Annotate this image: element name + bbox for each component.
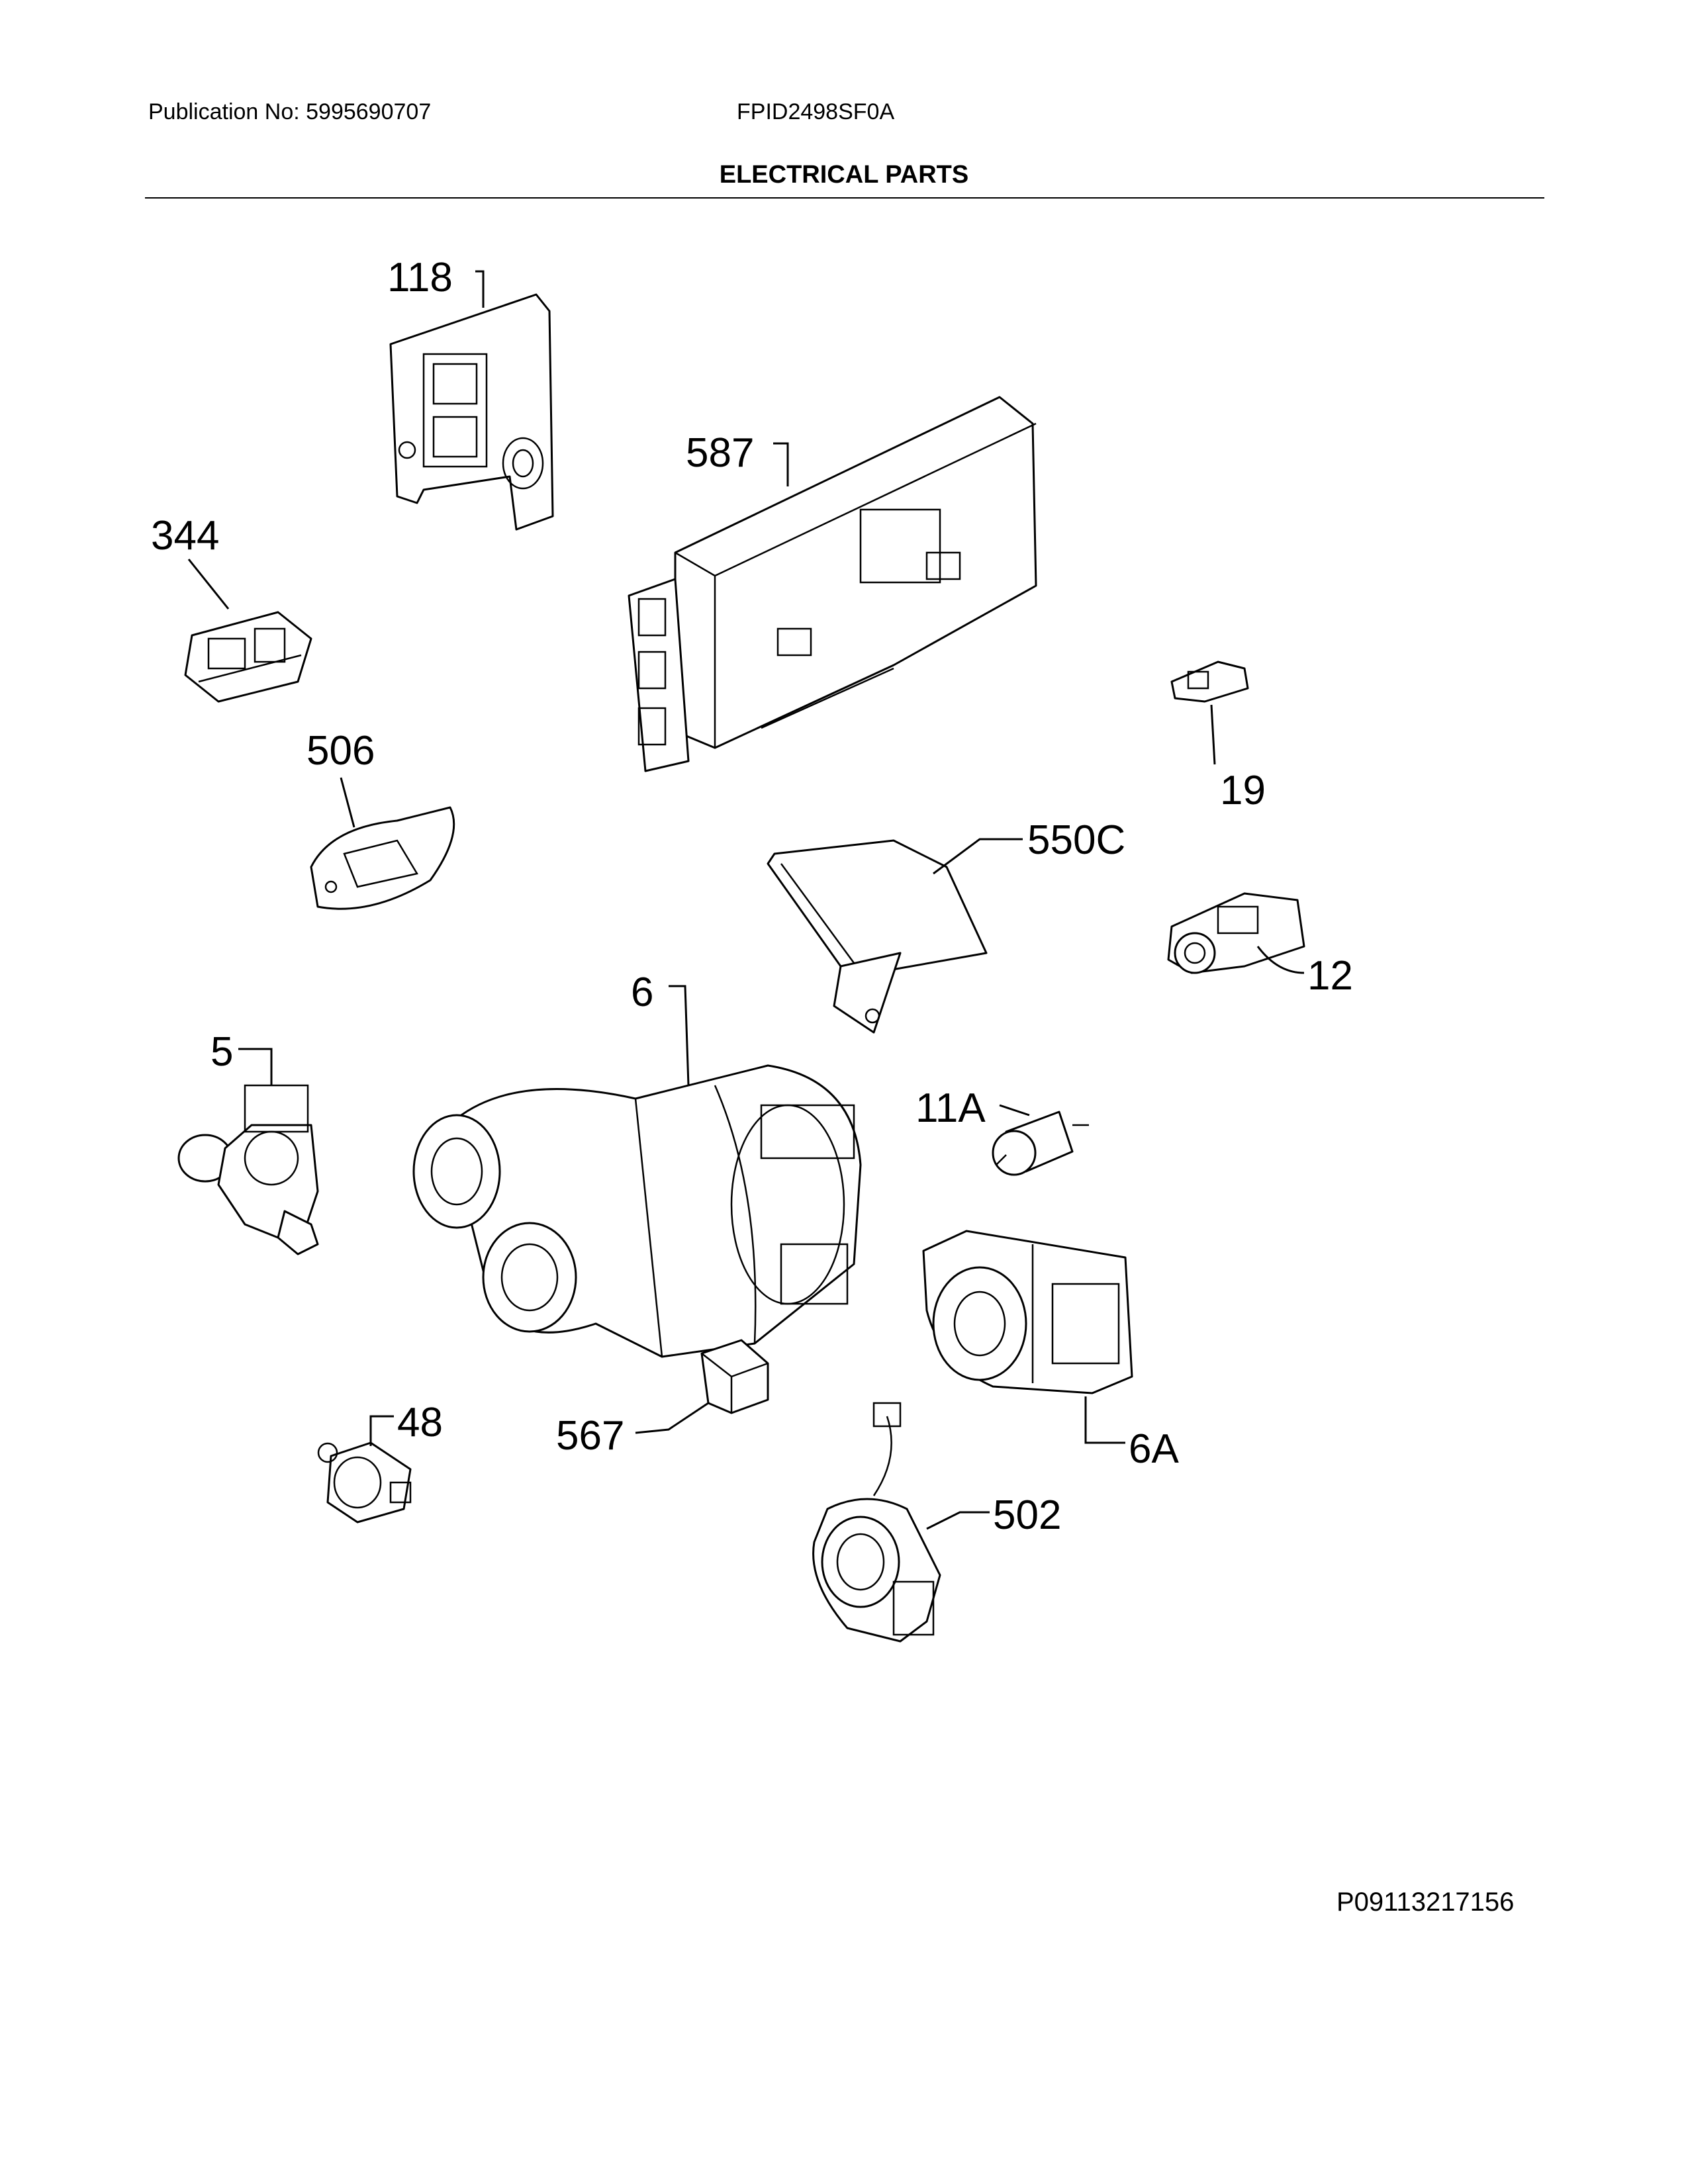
part-5[interactable]: 5 <box>177 1029 319 1255</box>
label-567: 567 <box>556 1413 624 1459</box>
publication-number: Publication No: 5995690707 <box>148 99 432 124</box>
label-48: 48 <box>397 1400 443 1445</box>
part-506[interactable]: 506 <box>306 728 455 910</box>
label-6: 6 <box>631 970 653 1015</box>
part-118[interactable]: 118 <box>387 255 554 531</box>
label-344: 344 <box>151 513 219 559</box>
label-6A: 6A <box>1129 1426 1179 1472</box>
label-118: 118 <box>387 255 453 300</box>
label-506: 506 <box>306 728 375 774</box>
part-12[interactable]: 12 <box>1167 892 1353 999</box>
part-19[interactable]: 19 <box>1170 660 1266 813</box>
label-550C: 550C <box>1027 817 1125 863</box>
part-48[interactable]: 48 <box>317 1400 443 1524</box>
part-502[interactable]: 502 <box>812 1402 1062 1643</box>
label-502: 502 <box>993 1492 1061 1538</box>
model-number: FPID2498SF0A <box>737 99 895 124</box>
figure-code: P09113217156 <box>1336 1888 1515 1917</box>
section-title: ELECTRICAL PARTS <box>719 161 969 189</box>
part-550C[interactable]: 550C <box>767 817 1125 1034</box>
label-12: 12 <box>1307 953 1353 999</box>
part-344[interactable]: 344 <box>151 513 312 703</box>
part-567[interactable]: 567 <box>556 1339 769 1459</box>
label-19: 19 <box>1220 768 1266 813</box>
label-11A: 11A <box>915 1085 986 1131</box>
part-587[interactable]: 587 <box>628 396 1037 772</box>
label-5: 5 <box>211 1029 233 1075</box>
part-6[interactable]: 6 <box>412 970 862 1358</box>
label-587: 587 <box>686 430 754 476</box>
part-6A[interactable]: 6A <box>922 1230 1179 1472</box>
title-divider <box>145 197 1544 199</box>
part-11A[interactable]: 11A <box>915 1085 1089 1176</box>
